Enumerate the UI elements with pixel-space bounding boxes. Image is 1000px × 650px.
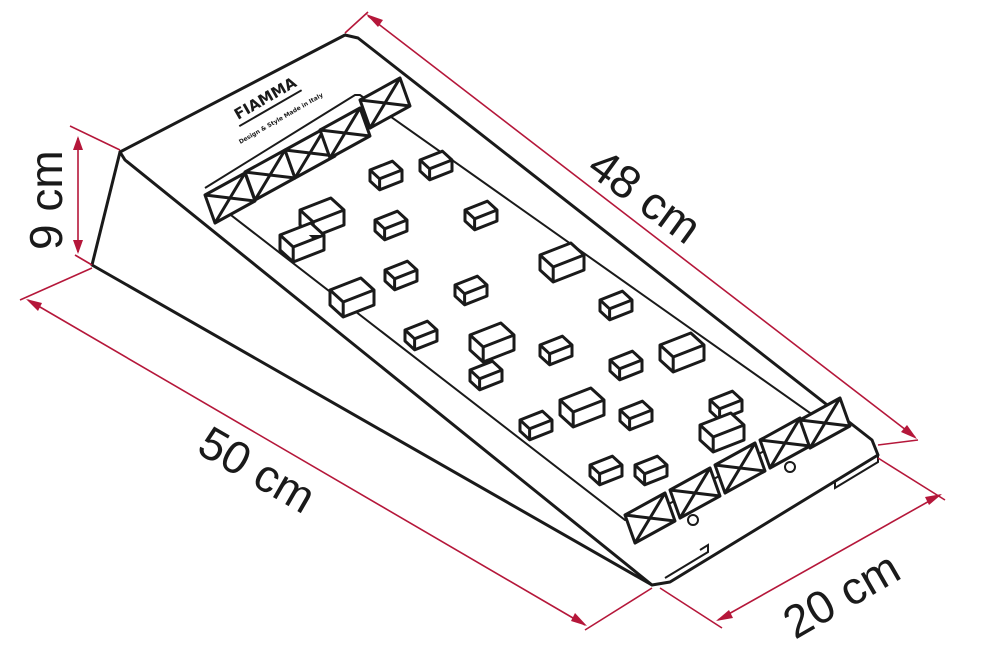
traction-block (608, 349, 644, 382)
traction-block (558, 386, 606, 429)
edge-ridge (758, 416, 812, 470)
bottom-length-label: 50 cm (190, 416, 324, 524)
traction-block (468, 359, 504, 392)
edge-ridge (798, 396, 852, 450)
mounting-hole (687, 514, 699, 526)
traction-block (538, 241, 586, 284)
traction-block (418, 149, 454, 182)
traction-block (278, 221, 326, 264)
traction-block (463, 199, 499, 232)
mounting-hole (784, 461, 796, 473)
traction-block (658, 331, 706, 374)
traction-block (538, 334, 574, 367)
edge-ridge (318, 106, 372, 160)
ramp-body (90, 33, 880, 587)
traction-block (368, 159, 404, 192)
traction-block (373, 209, 409, 242)
traction-block (403, 319, 439, 352)
traction-block (383, 259, 419, 292)
edge-ridge (623, 491, 677, 545)
traction-block (598, 289, 634, 322)
traction-blocks (203, 76, 852, 545)
traction-block (618, 399, 654, 432)
edge-ridge (713, 441, 767, 495)
traction-block (708, 389, 744, 422)
traction-block (328, 276, 376, 319)
traction-block (698, 411, 746, 454)
bottom-length-dimension-line (27, 299, 586, 626)
traction-block (633, 454, 669, 487)
height-label: 9 cm (20, 150, 72, 250)
width-dimension-line (717, 494, 941, 621)
traction-block (588, 454, 624, 487)
top-length-dimension-line (367, 15, 916, 438)
traction-block (518, 409, 554, 442)
edge-ridge (358, 76, 412, 130)
traction-block (468, 321, 516, 364)
width-label: 20 cm (774, 541, 908, 649)
edge-ridge (668, 466, 722, 520)
traction-block (453, 274, 489, 307)
dimension-lines (19, 11, 946, 631)
